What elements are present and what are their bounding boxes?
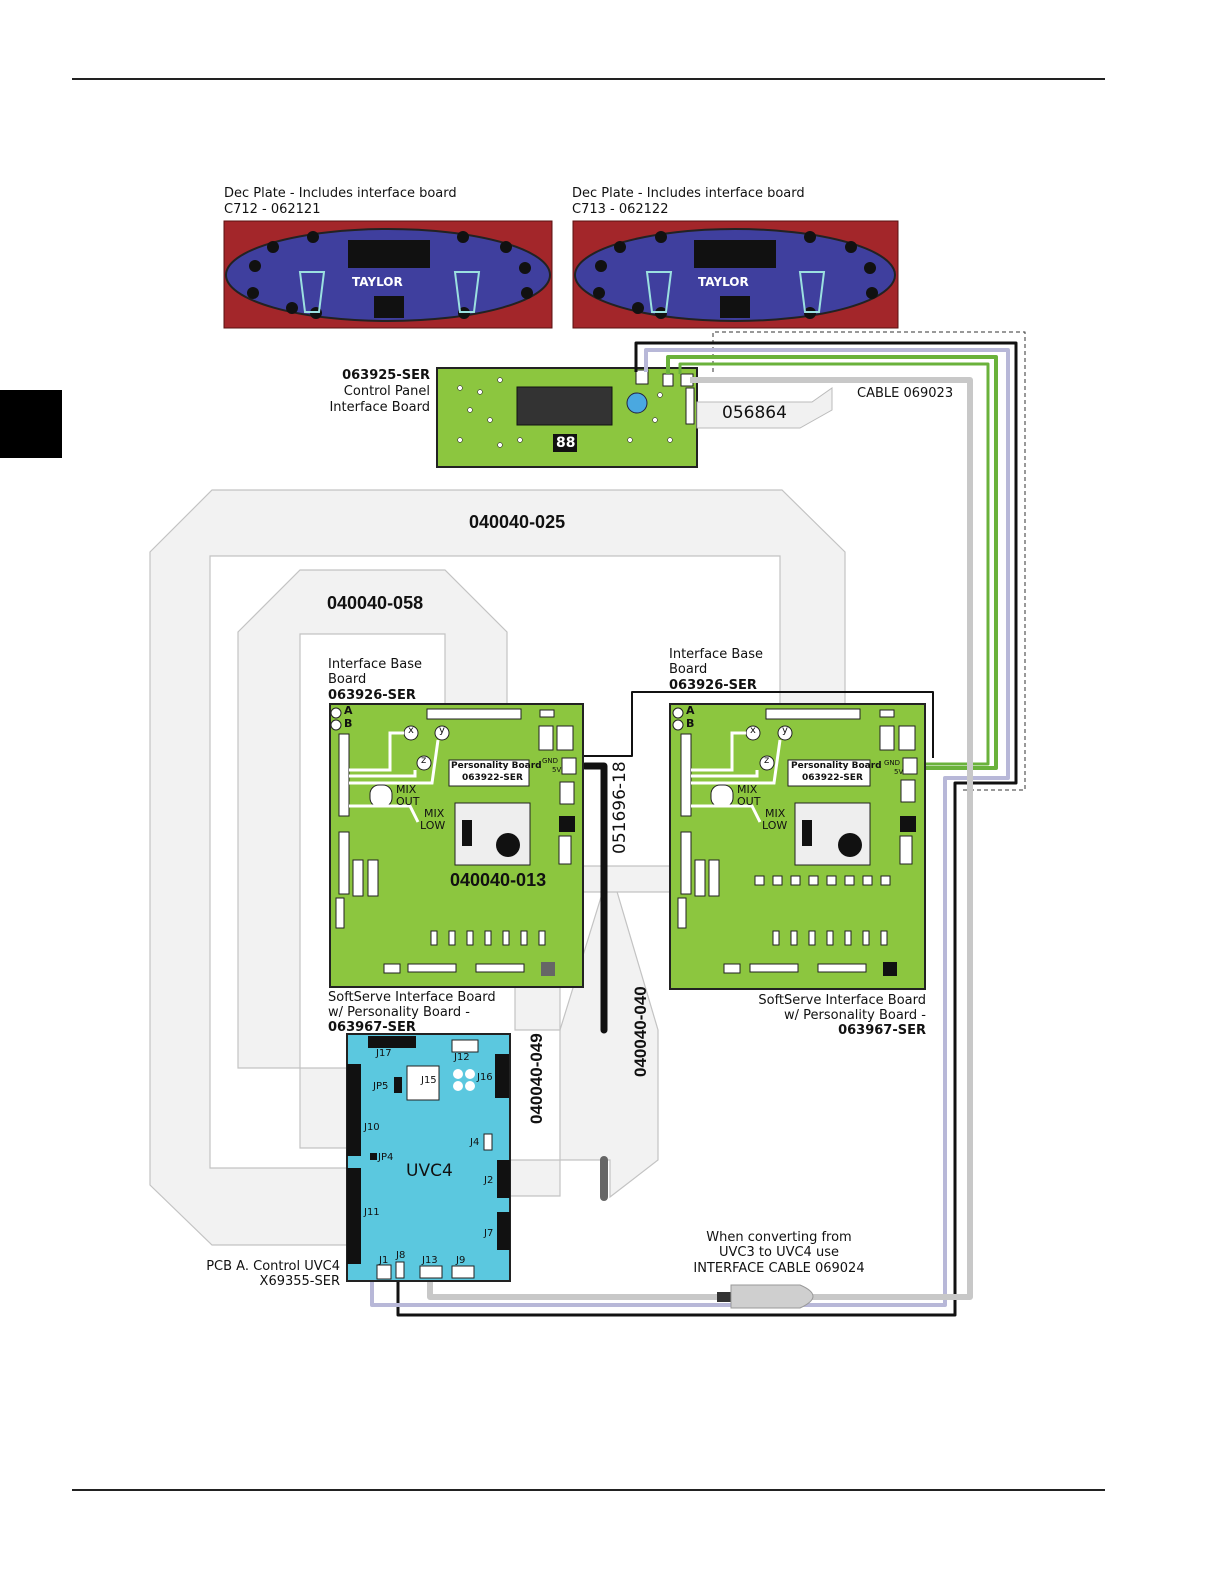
uvc4-jp5: JP5 [373, 1081, 389, 1092]
left-base-line2: Board [328, 672, 367, 687]
cable-069023: CABLE 069023 [857, 386, 954, 401]
footer-rule [72, 1489, 1105, 1491]
harness-040-band [502, 865, 659, 1199]
uvc4-jp4: JP4 [378, 1152, 394, 1163]
control-panel-board [436, 367, 698, 468]
softserve-left-line1: SoftServe Interface Board [328, 990, 496, 1005]
right-b: B [686, 717, 695, 730]
dec-plate-c712 [223, 220, 553, 329]
left-x: x [408, 725, 414, 736]
right-base-line2: Board [669, 662, 708, 677]
right-5v: 5V [894, 768, 904, 776]
uvc4-j9: J9 [456, 1255, 466, 1266]
right-y: y [782, 725, 788, 736]
converting-note-line3: INTERFACE CABLE 069024 [693, 1261, 865, 1276]
uvc4-board [346, 1033, 511, 1282]
display-digits: 88 [556, 435, 576, 451]
control-panel-line3: Interface Board [329, 400, 430, 415]
plug-069024 [717, 1284, 814, 1309]
mix-low-left-1: MIX [424, 807, 445, 820]
harness-051696-label: 051696-18 [610, 761, 630, 854]
mix-low-right-1: MIX [765, 807, 786, 820]
connector-056864: 056864 [722, 403, 787, 423]
decplate-1-line1: Dec Plate - Includes interface board [224, 186, 457, 201]
brand-logo-1: TAYLOR [352, 275, 403, 289]
uvc4-j11: J11 [364, 1207, 380, 1218]
left-5v: 5V [552, 766, 562, 774]
mix-out-right-1: MIX [737, 783, 758, 796]
converting-note-line2: UVC3 to UVC4 use [719, 1245, 839, 1260]
left-base-line3: 063926-SER [328, 688, 416, 703]
uvc4-j10: J10 [364, 1122, 380, 1133]
right-x: x [750, 725, 756, 736]
softserve-right-line2: w/ Personality Board - [784, 1008, 926, 1023]
personality-right-line1: Personality Board [791, 761, 882, 771]
mix-low-right-2: LOW [762, 819, 788, 832]
harness-058-label: 040040-058 [327, 593, 424, 613]
control-panel-part: 063925-SER [342, 368, 430, 383]
left-interface-board [329, 703, 584, 988]
left-b: B [344, 717, 353, 730]
right-z: z [764, 755, 770, 766]
converting-note-line1: When converting from [706, 1230, 852, 1245]
left-z: z [421, 755, 427, 766]
uvc4-j7: J7 [484, 1228, 494, 1239]
uvc4-name: UVC4 [406, 1161, 453, 1181]
uvc4-j17: J17 [376, 1048, 392, 1059]
right-base-line3: 063926-SER [669, 678, 757, 693]
harness-058-band [237, 569, 508, 1149]
softserve-right-line3: 063967-SER [838, 1023, 926, 1038]
mix-low-left-2: LOW [420, 819, 446, 832]
harness-025-band [149, 489, 846, 1246]
uvc4-j2: J2 [484, 1175, 494, 1186]
personality-right-line2: 063922-SER [802, 773, 863, 783]
pcb-label-line2: X69355-SER [259, 1274, 340, 1289]
decplate-1-line2: C712 - 062121 [224, 202, 321, 217]
left-a: A [344, 704, 353, 717]
uvc4-j8: J8 [396, 1250, 406, 1261]
personality-left-line1: Personality Board [451, 761, 542, 771]
right-a: A [686, 704, 695, 717]
mix-out-left-2: OUT [396, 795, 420, 808]
harness-049-label: 040040-049 [527, 1033, 546, 1124]
decplate-2-line2: C713 - 062122 [572, 202, 669, 217]
harness-013-label: 040040-013 [450, 870, 547, 890]
softserve-left-line2: w/ Personality Board - [328, 1005, 470, 1020]
dec-plate-c713 [572, 220, 899, 329]
softserve-right-line1: SoftServe Interface Board [758, 993, 926, 1008]
header-rule [72, 78, 1105, 80]
left-y: y [439, 725, 445, 736]
softserve-left-line3: 063967-SER [328, 1020, 416, 1035]
control-panel-line2: Control Panel [343, 384, 430, 399]
mix-out-left-1: MIX [396, 783, 417, 796]
connector-056864-tag [696, 387, 833, 429]
right-interface-board [669, 703, 926, 990]
personality-left-line2: 063922-SER [462, 773, 523, 783]
uvc4-j12: J12 [454, 1052, 470, 1063]
uvc4-j13: J13 [422, 1255, 438, 1266]
uvc4-j4: J4 [470, 1137, 480, 1148]
harness-025-label: 040040-025 [469, 512, 566, 532]
uvc4-j15: J15 [421, 1075, 437, 1086]
brand-logo-2: TAYLOR [698, 275, 749, 289]
harness-040-label: 040040-040 [631, 986, 650, 1077]
left-gnd: GND [542, 757, 559, 765]
uvc4-j16: J16 [477, 1072, 493, 1083]
right-base-line1: Interface Base [669, 647, 763, 662]
right-gnd: GND [884, 759, 901, 767]
pcb-label-line1: PCB A. Control UVC4 [206, 1259, 340, 1274]
section-tab [0, 390, 62, 458]
mix-out-right-2: OUT [737, 795, 761, 808]
uvc4-j1: J1 [379, 1255, 389, 1266]
decplate-2-line1: Dec Plate - Includes interface board [572, 186, 805, 201]
left-base-line1: Interface Base [328, 657, 422, 672]
